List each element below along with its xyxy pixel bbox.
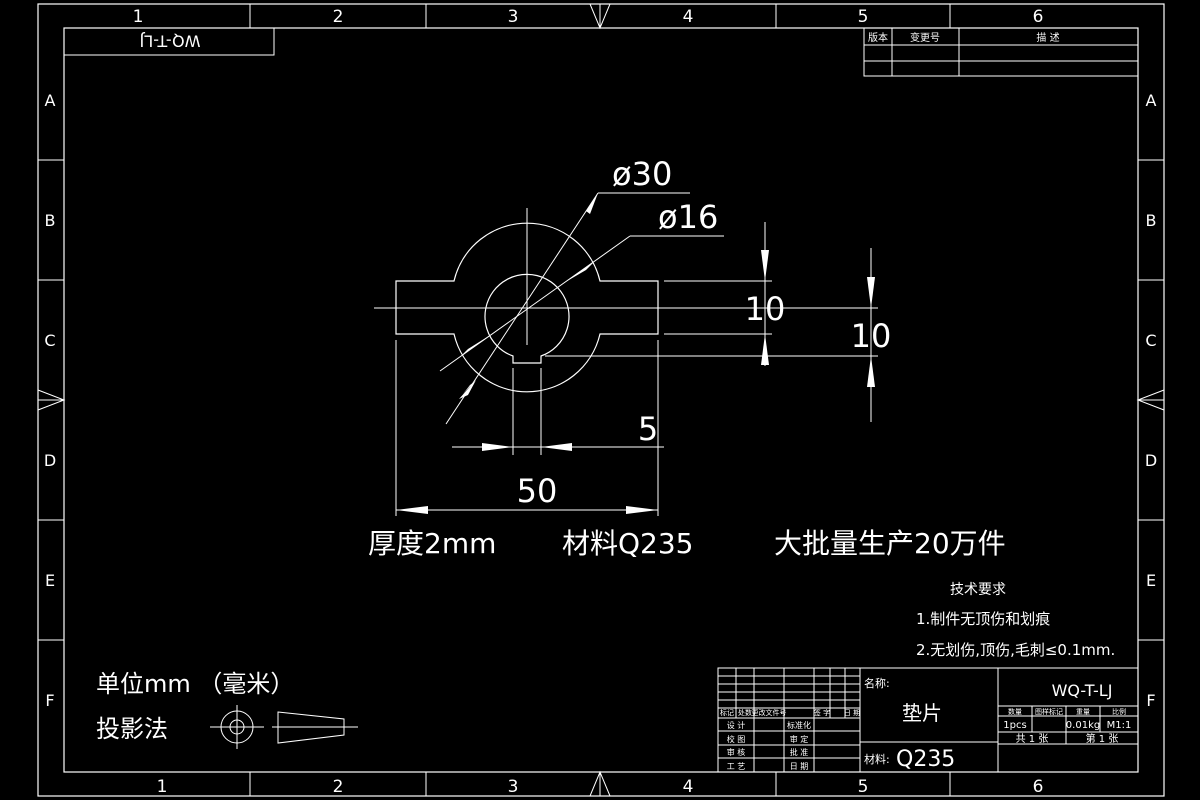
washer-part-view [374, 208, 680, 393]
col-label: 5 [858, 777, 869, 797]
row-labels-left: A B C D E F [44, 91, 56, 710]
dim-inner-diameter: ø16 [658, 198, 718, 236]
dimension-height-10-upper: 10 [664, 222, 785, 366]
tb-quantity: 1pcs [1003, 720, 1026, 731]
tb-header: 标记 [720, 708, 734, 717]
revision-col-description: 描 述 [1036, 31, 1059, 44]
tb-scale: M1:1 [1107, 720, 1132, 731]
dimension-diameter-16: ø16 [439, 198, 724, 372]
revision-table: 版本 变更号 描 述 [863, 27, 1139, 77]
row-label: E [45, 571, 55, 590]
dim-height-total: 10 [851, 317, 892, 355]
drawing-frame [37, 3, 1165, 797]
dim-key-width: 5 [638, 410, 658, 448]
row-label: B [1146, 211, 1157, 230]
tb-row-label: 设 计 [727, 720, 746, 730]
tb-header: 签 字 [814, 708, 830, 717]
row-label: D [44, 451, 56, 470]
tb-sheet-total: 共 1 张 [1016, 733, 1049, 745]
tech-req-item-1: 1.制件无顶伤和划痕 [916, 610, 1050, 628]
projection-label: 投影法 [96, 715, 168, 743]
tb-row-label: 审 核 [727, 747, 746, 757]
tb-header: 日 期 [844, 709, 860, 717]
tb-row-label: 工 艺 [727, 762, 746, 771]
technical-requirements: 技术要求 1.制件无顶伤和划痕 2.无划伤,顶伤,毛刺≤0.1mm. [916, 582, 1115, 659]
flipped-code-box: WQ-T-LJ [63, 27, 275, 56]
tb-weight: 0.01kg [1066, 720, 1100, 731]
note-material: 材料Q235 [562, 527, 693, 560]
tb-row-label: 校 图 [727, 734, 746, 744]
dim-height-upper: 10 [745, 290, 786, 328]
projection-symbol-icon [210, 705, 358, 749]
tb-info-header: 数量 [1008, 707, 1022, 716]
col-label: 4 [683, 777, 694, 797]
row-label: C [44, 331, 55, 350]
tb-mid-label: 日 期 [790, 762, 809, 771]
note-thickness: 厚度2mm [368, 527, 496, 560]
dimension-key-width-5: 5 [452, 368, 664, 455]
col-label: 3 [508, 777, 519, 797]
tb-mid-label: 标准化 [787, 720, 811, 730]
col-label: 2 [333, 7, 344, 27]
note-production: 大批量生产20万件 [774, 527, 1006, 560]
tb-mid-label: 批 准 [790, 747, 809, 757]
tb-name-label: 名称: [864, 676, 890, 690]
row-labels-right: A B C D E F [1145, 91, 1157, 710]
tech-req-item-2: 2.无划伤,顶伤,毛刺≤0.1mm. [916, 641, 1115, 659]
row-label: A [45, 91, 56, 110]
dimension-overall-width-50: 50 [395, 340, 659, 516]
column-labels-top: 1 2 3 4 5 6 [133, 7, 1044, 27]
title-block: 标记 处数 更改文件号 签 字 日 期 设 计 校 图 审 核 工 艺 标准化 … [717, 667, 1139, 773]
tech-req-title: 技术要求 [950, 582, 1006, 598]
row-label: D [1145, 451, 1157, 470]
col-label: 5 [858, 7, 869, 27]
col-label: 3 [508, 7, 519, 27]
tb-info-header: 重量 [1076, 708, 1090, 716]
dim-outer-diameter: ø30 [612, 155, 672, 193]
col-label: 6 [1033, 7, 1044, 27]
column-labels-bottom: 1 2 3 4 5 6 [157, 777, 1044, 797]
tb-sheet-index: 第 1 张 [1086, 732, 1119, 745]
tb-info-header: 比例 [1112, 707, 1126, 716]
row-label: B [45, 211, 56, 230]
row-label: A [1146, 91, 1157, 110]
tb-material-value: Q235 [896, 747, 955, 772]
tb-header: 处数 [738, 708, 752, 717]
col-label: 1 [157, 777, 168, 797]
production-notes: 厚度2mm 材料Q235 大批量生产20万件 [368, 527, 1006, 560]
col-label: 1 [133, 7, 144, 27]
dimension-height-10-total: 10 [545, 248, 891, 422]
dimension-diameter-30: ø30 [445, 155, 690, 425]
tb-header: 更改文件号 [752, 708, 787, 717]
revision-col-change: 变更号 [910, 31, 940, 44]
tb-drawing-number: WQ-T-LJ [1052, 681, 1113, 700]
units-block: 单位mm （毫米） 投影法 [96, 670, 294, 743]
revision-col-version: 版本 [868, 31, 888, 44]
col-label: 4 [683, 7, 694, 27]
flipped-drawing-code: WQ-T-LJ [140, 32, 201, 51]
units-label: 单位mm （毫米） [96, 670, 294, 698]
tb-part-name: 垫片 [902, 701, 942, 725]
row-label: C [1145, 331, 1156, 350]
tb-info-header: 图样标记 [1035, 707, 1063, 716]
col-label: 2 [333, 777, 344, 797]
row-label: F [45, 691, 54, 710]
tb-material-label: 材料: [864, 752, 890, 766]
row-label: E [1146, 571, 1156, 590]
row-label: F [1146, 691, 1155, 710]
tb-mid-label: 审 定 [790, 734, 809, 744]
col-label: 6 [1033, 777, 1044, 797]
dim-overall-width: 50 [517, 472, 558, 510]
